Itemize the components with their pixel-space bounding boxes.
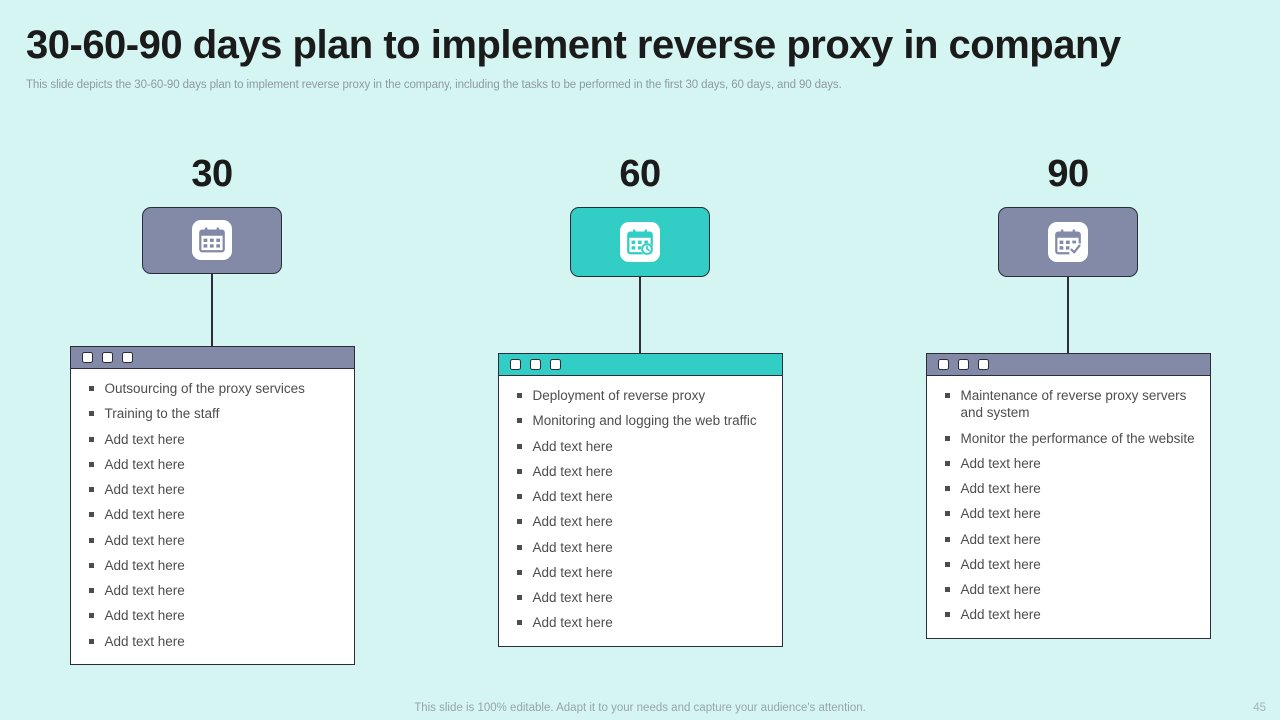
task-list-item[interactable]: Add text here — [941, 581, 1198, 598]
task-list-item[interactable]: Add text here — [85, 557, 342, 574]
task-list-item[interactable]: Add text here — [85, 506, 342, 523]
day-number-label: 90 — [1047, 153, 1089, 195]
window-title-bar — [498, 354, 782, 376]
window-body: Maintenance of reverse proxy servers and… — [927, 376, 1210, 638]
task-list-item[interactable]: Add text here — [513, 589, 770, 606]
window-dot-1[interactable] — [509, 359, 521, 370]
task-list-item[interactable]: Monitoring and logging the web traffic — [513, 412, 770, 429]
page-number: 45 — [1253, 702, 1266, 714]
icon-tile — [1048, 222, 1088, 262]
window-dot-1[interactable] — [81, 352, 93, 364]
task-list-item[interactable]: Add text here — [513, 513, 770, 530]
task-list-item[interactable]: Add text here — [513, 463, 770, 480]
connector-line — [639, 277, 641, 353]
task-list-item[interactable]: Add text here — [941, 505, 1198, 522]
task-list-item[interactable]: Outsourcing of the proxy services — [85, 380, 342, 397]
footer-note: This slide is 100% editable. Adapt it to… — [414, 702, 866, 714]
window-dot-3[interactable] — [121, 352, 133, 364]
window-title-bar — [70, 347, 354, 370]
day-number-label: 30 — [191, 153, 233, 195]
window-dot-2[interactable] — [957, 359, 969, 370]
icon-banner-30[interactable] — [142, 207, 282, 274]
task-list-item[interactable]: Add text here — [941, 556, 1198, 573]
calendar-clock-icon — [625, 227, 655, 257]
page-title: 30-60-90 days plan to implement reverse … — [26, 23, 1121, 67]
icon-tile — [192, 220, 232, 261]
task-list-item[interactable]: Add text here — [85, 481, 342, 498]
task-list-item[interactable]: Add text here — [941, 455, 1198, 472]
window-dot-1[interactable] — [937, 359, 949, 370]
connector-line — [211, 273, 213, 347]
window-dot-2[interactable] — [101, 352, 113, 364]
task-list-item[interactable]: Add text here — [85, 582, 342, 599]
task-list-item[interactable]: Add text here — [85, 532, 342, 549]
task-list-item[interactable]: Add text here — [513, 488, 770, 505]
task-list-item[interactable]: Add text here — [941, 606, 1198, 623]
window-dot-3[interactable] — [549, 359, 561, 370]
task-list-item[interactable]: Add text here — [85, 431, 342, 448]
page-subtitle: This slide depicts the 30-60-90 days pla… — [26, 79, 842, 91]
icon-banner-90[interactable] — [998, 207, 1138, 277]
day-number-label: 60 — [619, 153, 661, 195]
task-list-item[interactable]: Training to the staff — [85, 405, 342, 422]
task-list-item[interactable]: Add text here — [85, 633, 342, 650]
icon-banner-60[interactable] — [570, 207, 710, 277]
task-list-item[interactable]: Maintenance of reverse proxy servers and… — [941, 387, 1198, 422]
task-list: Maintenance of reverse proxy servers and… — [941, 387, 1198, 624]
task-list-item[interactable]: Add text here — [513, 614, 770, 631]
window-title-bar — [926, 354, 1210, 376]
task-list-item[interactable]: Add text here — [513, 438, 770, 455]
task-list-item[interactable]: Add text here — [941, 480, 1198, 497]
task-list-item[interactable]: Add text here — [941, 531, 1198, 548]
task-list-item[interactable]: Deployment of reverse proxy — [513, 387, 770, 404]
slide-header: 30-60-90 days plan to implement reverse … — [26, 22, 1256, 93]
task-list-item[interactable]: Add text here — [85, 456, 342, 473]
calendar-check-icon — [1053, 227, 1083, 257]
icon-tile — [620, 222, 660, 262]
task-list-item[interactable]: Add text here — [513, 564, 770, 581]
window-dot-2[interactable] — [529, 359, 541, 370]
task-list-item[interactable]: Monitor the performance of the website — [941, 430, 1198, 447]
connector-line — [1067, 277, 1069, 353]
calendar-icon — [197, 225, 227, 255]
window-dot-3[interactable] — [977, 359, 989, 370]
task-list-item[interactable]: Add text here — [513, 539, 770, 556]
task-list-item[interactable]: Add text here — [85, 607, 342, 624]
plan-column-90: 90 Maintenance of reverse proxy servers … — [925, 153, 1211, 665]
task-window-90: Maintenance of reverse proxy servers and… — [925, 353, 1211, 639]
